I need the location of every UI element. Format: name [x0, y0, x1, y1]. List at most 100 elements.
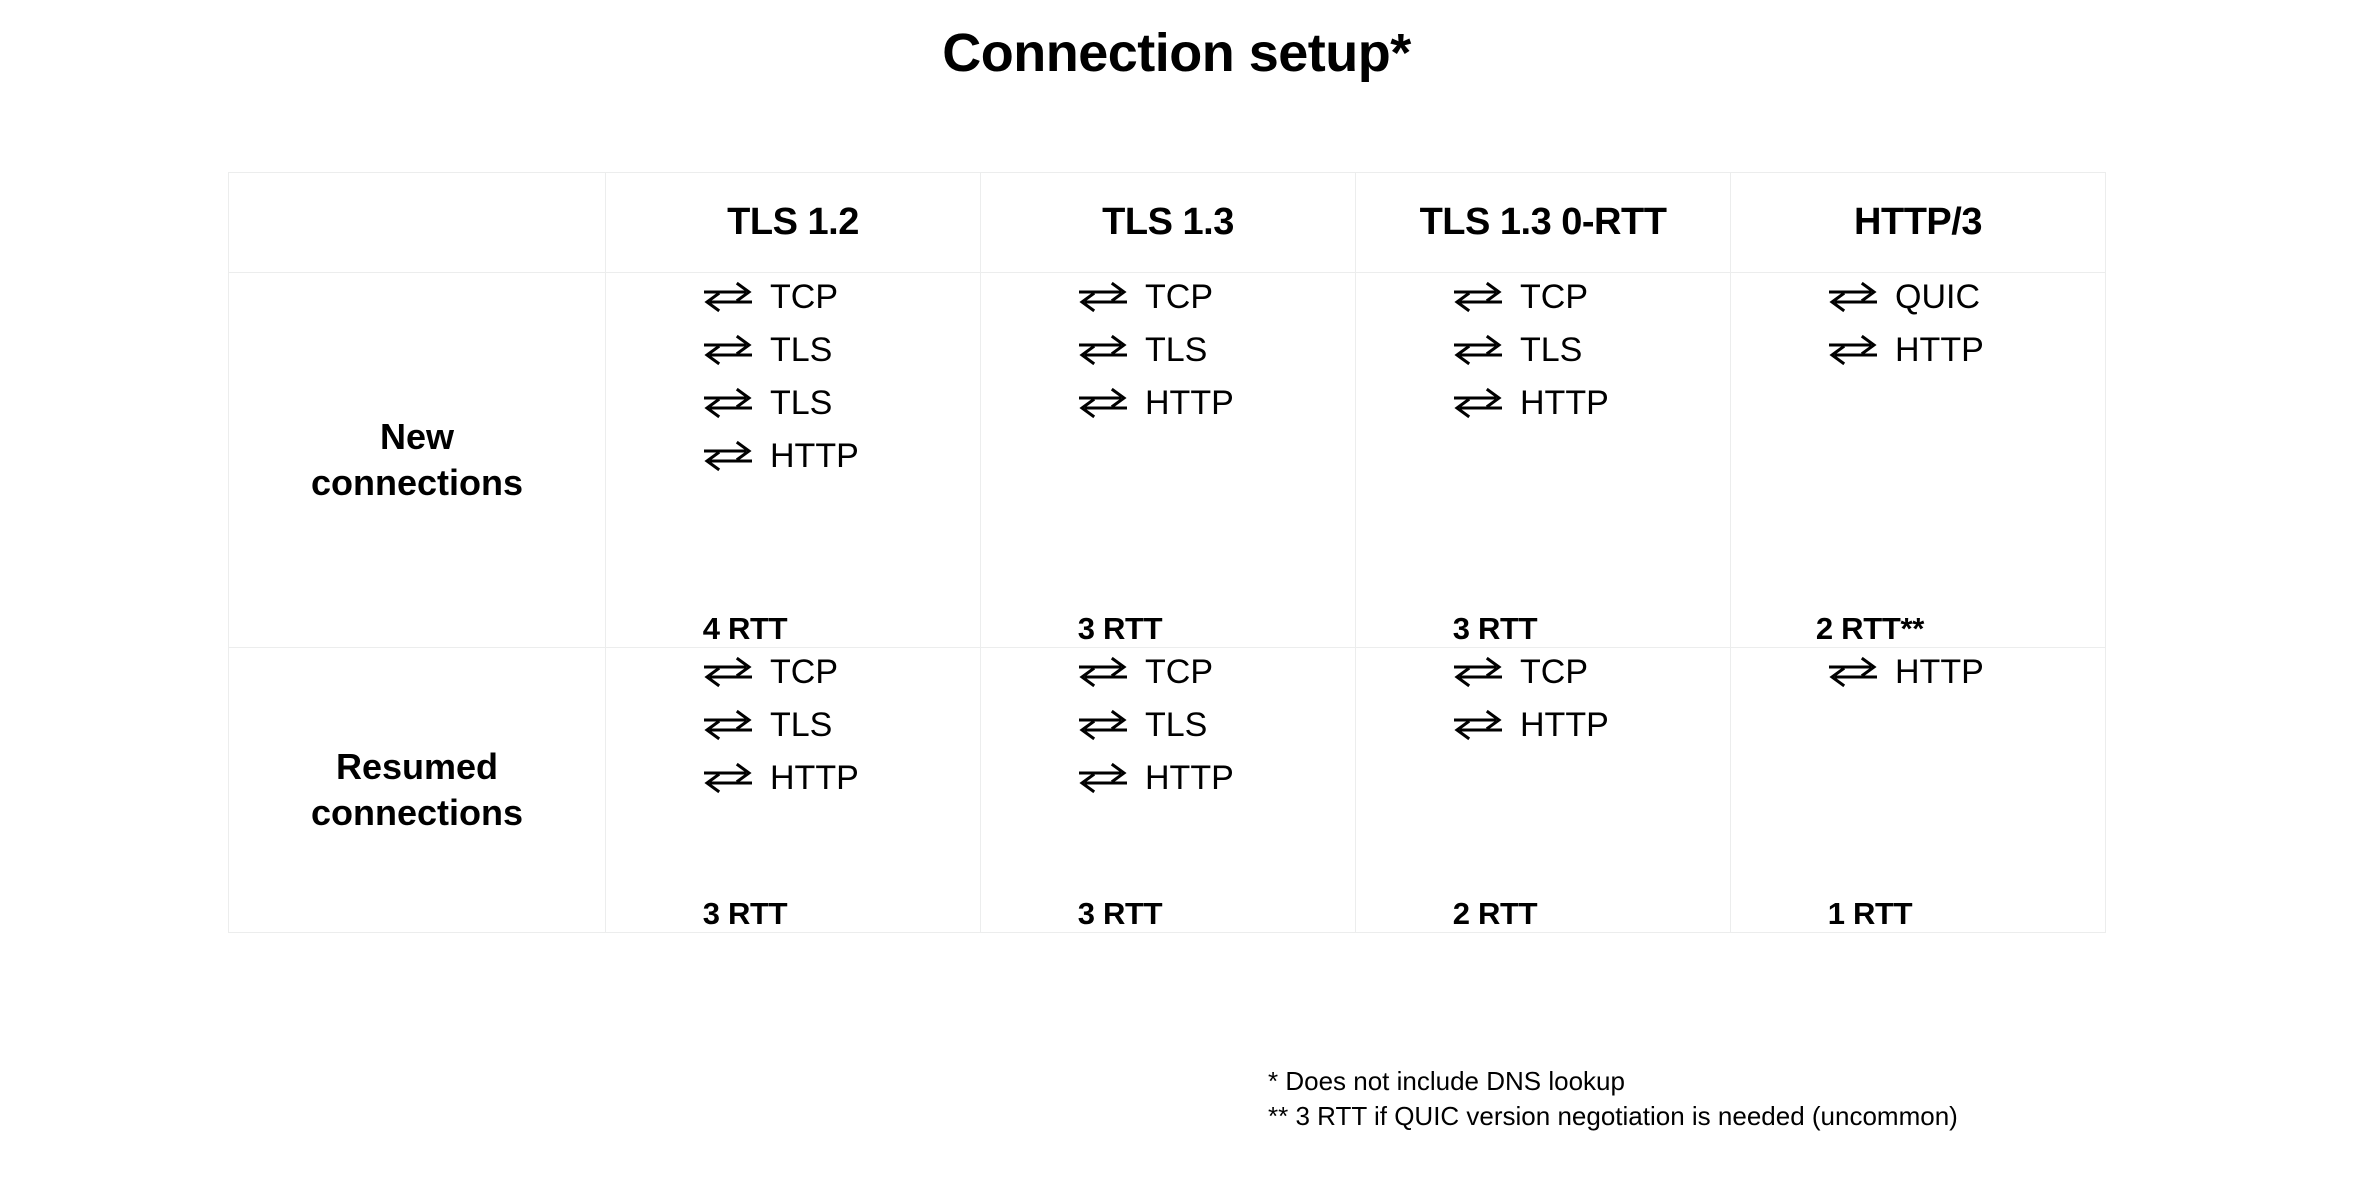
cell-new-tls13-0rtt: TCP TLS — [1355, 272, 1731, 648]
bidirectional-arrows-icon — [1829, 334, 1877, 366]
step-protocol-label: HTTP — [1145, 759, 1234, 797]
step-list: TCP TLS — [1452, 273, 1609, 427]
step-item: TLS — [702, 379, 832, 427]
step-item: TLS — [1077, 326, 1207, 374]
step-list: QUIC HTTP — [1827, 273, 1984, 374]
step-item: TCP — [702, 273, 838, 321]
bidirectional-arrows-icon — [1079, 656, 1127, 688]
rtt-value: 4 RTT — [702, 611, 788, 646]
page-title: Connection setup* — [942, 23, 1411, 83]
step-protocol-label: HTTP — [770, 437, 859, 475]
step-item: HTTP — [1827, 326, 1984, 374]
table-header-row: TLS 1.2 TLS 1.3 TLS 1.3 0-RTT HTTP/3 — [228, 172, 2106, 273]
cell-new-tls12: TCP TLS — [605, 272, 981, 648]
column-header-tls13: TLS 1.3 — [980, 172, 1356, 273]
bidirectional-arrows-icon — [1829, 281, 1877, 313]
cell-resumed-http3: HTTP 1 RTT — [1730, 647, 2106, 933]
step-item: TLS — [1077, 701, 1207, 749]
bidirectional-arrows-icon — [1454, 334, 1502, 366]
rtt-value: 3 RTT — [1077, 611, 1163, 646]
step-list: TCP TLS — [1077, 273, 1234, 427]
bidirectional-arrows-icon — [704, 334, 752, 366]
cell-resumed-tls12: TCP TLS — [605, 647, 981, 933]
rtt-value: 1 RTT — [1827, 896, 1913, 931]
rtt-value: 3 RTT — [702, 896, 788, 931]
step-protocol-label: HTTP — [1145, 384, 1234, 422]
step-protocol-label: QUIC — [1895, 278, 1980, 316]
footnote-dns-lookup: * Does not include DNS lookup — [1268, 1066, 1625, 1096]
step-protocol-label: HTTP — [1895, 331, 1984, 369]
rtt-value: 2 RTT** — [1815, 611, 1925, 646]
step-protocol-label: TCP — [770, 653, 838, 691]
step-protocol-label: TCP — [1520, 653, 1588, 691]
step-item: TCP — [1452, 273, 1588, 321]
step-item: HTTP — [1077, 754, 1234, 802]
row-label-line1: Resumed — [335, 745, 499, 787]
footnotes: * Does not include DNS lookup ** 3 RTT i… — [1268, 1064, 1958, 1133]
cell-resumed-tls13: TCP TLS — [980, 647, 1356, 933]
step-list: TCP HTTP — [1452, 648, 1609, 749]
bidirectional-arrows-icon — [1454, 281, 1502, 313]
cell-resumed-tls13-0rtt: TCP HTTP 2 RTT — [1355, 647, 1731, 933]
step-protocol-label: TCP — [1145, 278, 1213, 316]
rtt-value: 2 RTT — [1452, 896, 1538, 931]
step-protocol-label: TLS — [1520, 331, 1583, 369]
bidirectional-arrows-icon — [1079, 762, 1127, 794]
step-item: TLS — [702, 326, 832, 374]
bidirectional-arrows-icon — [704, 709, 752, 741]
step-item: HTTP — [1077, 379, 1234, 427]
step-protocol-label: TCP — [1520, 278, 1588, 316]
bidirectional-arrows-icon — [1079, 281, 1127, 313]
bidirectional-arrows-icon — [704, 440, 752, 472]
step-item: TLS — [1452, 326, 1582, 374]
row-label-resumed-connections: Resumed connections — [228, 647, 606, 933]
step-item: HTTP — [702, 432, 859, 480]
row-label-line2: connections — [310, 462, 524, 503]
bidirectional-arrows-icon — [704, 656, 752, 688]
bidirectional-arrows-icon — [704, 762, 752, 794]
bidirectional-arrows-icon — [1829, 656, 1877, 688]
step-list: TCP TLS — [702, 648, 859, 802]
bidirectional-arrows-icon — [704, 281, 752, 313]
step-protocol-label: TCP — [770, 278, 838, 316]
step-list: HTTP — [1827, 648, 1984, 696]
bidirectional-arrows-icon — [1079, 334, 1127, 366]
step-protocol-label: TCP — [1145, 653, 1213, 691]
bidirectional-arrows-icon — [1454, 656, 1502, 688]
rtt-value: 3 RTT — [1077, 896, 1163, 931]
step-item: HTTP — [702, 754, 859, 802]
step-protocol-label: HTTP — [1895, 653, 1984, 691]
row-label-line2: connections — [310, 792, 524, 833]
step-item: TCP — [1077, 648, 1213, 696]
step-item: HTTP — [1827, 648, 1984, 696]
step-item: TCP — [1452, 648, 1588, 696]
bidirectional-arrows-icon — [1454, 709, 1502, 741]
step-item: HTTP — [1452, 379, 1609, 427]
table-row-new-connections: New connections TCP — [228, 272, 2106, 648]
step-list: TCP TLS — [1077, 648, 1234, 802]
step-item: HTTP — [1452, 701, 1609, 749]
table-row-resumed-connections: Resumed connections TCP — [228, 647, 2106, 933]
column-header-tls12: TLS 1.2 — [605, 172, 981, 273]
step-item: TCP — [702, 648, 838, 696]
step-protocol-label: TLS — [770, 706, 833, 744]
step-item: QUIC — [1827, 273, 1980, 321]
step-protocol-label: TLS — [1145, 331, 1208, 369]
step-protocol-label: HTTP — [1520, 706, 1609, 744]
column-header-http3: HTTP/3 — [1730, 172, 2106, 273]
cell-new-http3: QUIC HTTP 2 RTT** — [1730, 272, 2106, 648]
column-header-tls13-0rtt: TLS 1.3 0-RTT — [1355, 172, 1731, 273]
bidirectional-arrows-icon — [1079, 709, 1127, 741]
step-protocol-label: TLS — [770, 384, 833, 422]
step-list: TCP TLS — [702, 273, 859, 480]
table-corner-cell — [228, 172, 606, 273]
step-protocol-label: TLS — [1145, 706, 1208, 744]
row-label-line1: New — [379, 415, 455, 457]
footnote-quic-version-negotiation: ** 3 RTT if QUIC version negotiation is … — [1268, 1100, 1958, 1131]
bidirectional-arrows-icon — [1079, 387, 1127, 419]
step-protocol-label: TLS — [770, 331, 833, 369]
connection-setup-table: TLS 1.2 TLS 1.3 TLS 1.3 0-RTT HTTP/3 New… — [228, 172, 2106, 933]
bidirectional-arrows-icon — [1454, 387, 1502, 419]
step-item: TLS — [702, 701, 832, 749]
bidirectional-arrows-icon — [704, 387, 752, 419]
